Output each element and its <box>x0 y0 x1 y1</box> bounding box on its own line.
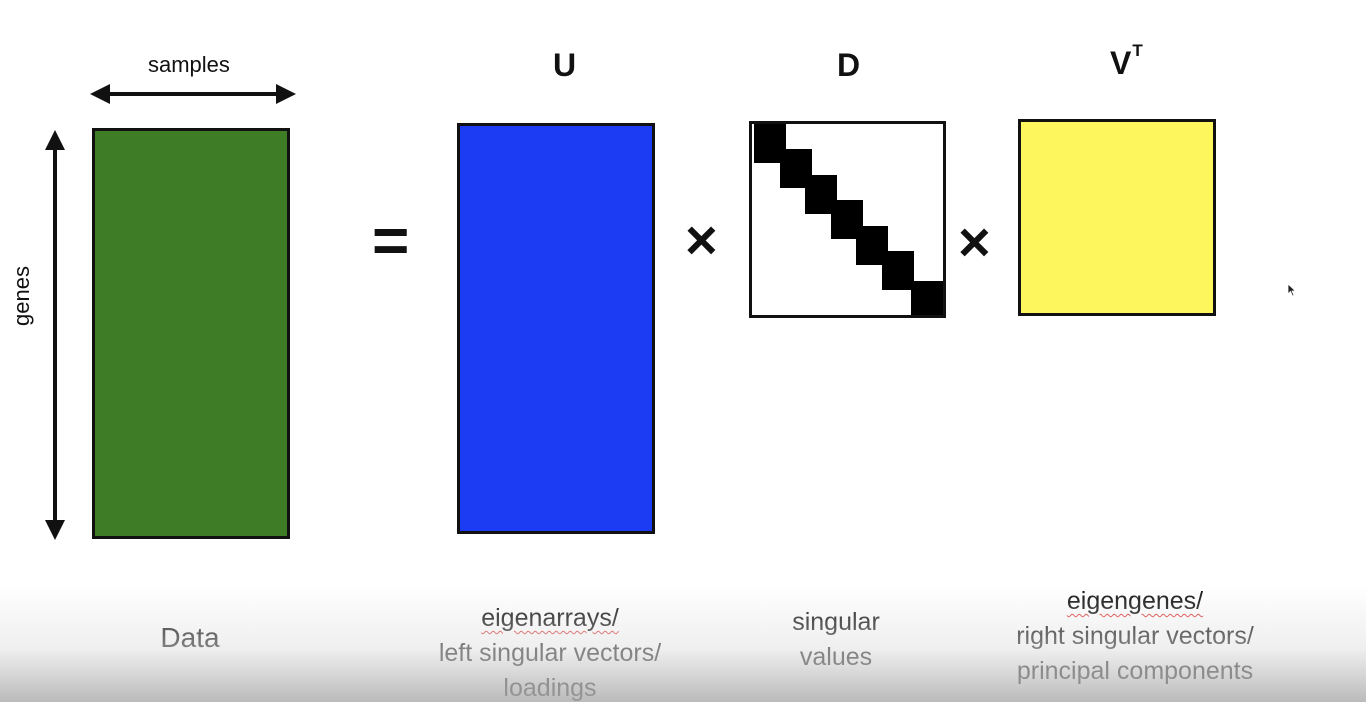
d-matrix-title: D <box>837 47 861 83</box>
d-caption-line2: values <box>799 643 873 671</box>
samples-label: samples <box>148 52 230 77</box>
vt-caption-line3: principal components <box>1016 657 1254 685</box>
diagonal-block <box>911 281 943 315</box>
data-caption: Data <box>160 622 220 653</box>
vt-caption-line2: right singular vectors/ <box>1016 622 1254 650</box>
multiply-sign-1: × <box>685 208 718 271</box>
vt-caption-line1: eigengenes/ <box>1066 587 1204 615</box>
u-caption-line2: left singular vectors/ <box>438 639 662 667</box>
equals-sign: = <box>372 204 410 276</box>
vt-matrix <box>1018 119 1216 316</box>
d-caption-line1: singular <box>792 608 880 636</box>
u-caption-line1: eigenarrays/ <box>481 604 619 632</box>
vt-caption: eigengenes/ right singular vectors/ prin… <box>980 584 1290 689</box>
multiply-sign-2: × <box>958 210 991 273</box>
vt-title-superscript: T <box>1132 41 1143 61</box>
diagonal-block <box>882 251 914 290</box>
mouse-pointer-icon <box>1287 283 1297 297</box>
d-matrix <box>749 121 946 318</box>
u-matrix <box>457 123 655 534</box>
d-caption: singular values <box>756 605 916 675</box>
vt-title-base: V <box>1110 45 1132 81</box>
vt-matrix-title: VT <box>1110 42 1143 81</box>
u-caption-line3: loadings <box>503 674 597 702</box>
u-matrix-title: U <box>553 47 577 83</box>
genes-label: genes <box>9 266 34 326</box>
data-matrix <box>92 128 290 539</box>
u-caption: eigenarrays/ left singular vectors/ load… <box>400 601 700 702</box>
